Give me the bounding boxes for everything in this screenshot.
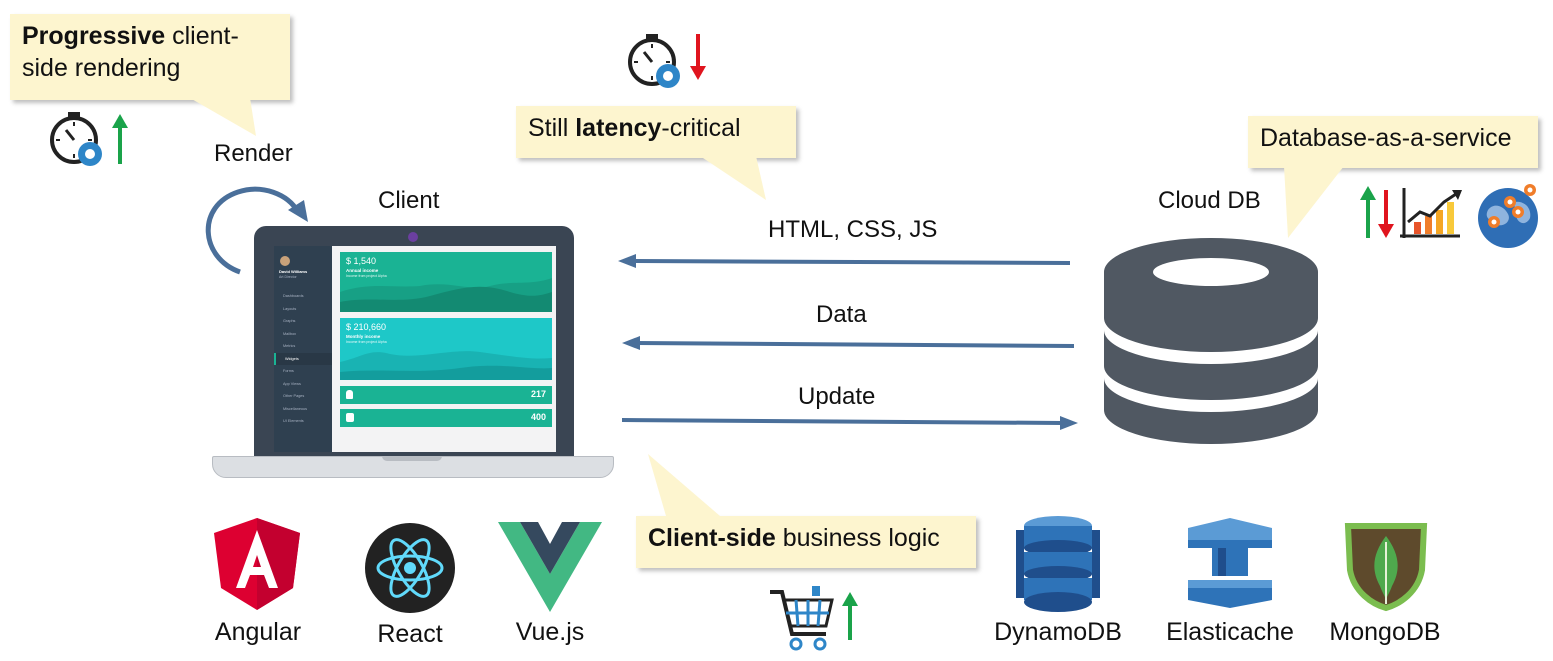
sidebar-item[interactable]: Layouts bbox=[274, 303, 332, 316]
income-card-annual: $ 1,540 Annual income Income from projec… bbox=[340, 252, 552, 312]
arrow-html-label: HTML, CSS, JS bbox=[768, 216, 938, 243]
business-logic-up-arrow-icon bbox=[842, 592, 858, 640]
callout-latency-bold: latency bbox=[575, 114, 662, 142]
income-card-monthly-sub: Income from project Alpha bbox=[346, 340, 387, 344]
scaling-up-down-arrows-icon bbox=[1360, 186, 1394, 238]
arrow-html-css-js bbox=[618, 254, 1071, 268]
income-card-annual-title: Annual income bbox=[346, 268, 379, 273]
stat-bar-likes: 400 bbox=[340, 409, 552, 427]
callout-progressive-rest: client-side rendering bbox=[22, 22, 239, 82]
callout-business-rest: business logic bbox=[775, 524, 940, 552]
react-logo-icon bbox=[365, 523, 455, 613]
income-card-monthly: $ 210,660 Monthly income Income from pro… bbox=[340, 318, 552, 380]
callout-progressive-tail bbox=[190, 98, 256, 136]
framework-label-react: React bbox=[377, 620, 443, 648]
sidebar-item-label: Widgets bbox=[285, 356, 299, 361]
elasticache-logo-icon bbox=[1188, 518, 1272, 608]
latency-up-arrow-icon bbox=[112, 114, 128, 164]
global-locations-icon bbox=[1478, 184, 1538, 248]
arrow-data-label: Data bbox=[816, 301, 867, 328]
sidebar-item-label: Dashboards bbox=[283, 294, 304, 298]
database-label-mongodb: MongoDB bbox=[1329, 618, 1441, 646]
sidebar-item[interactable]: Graphs bbox=[274, 315, 332, 328]
callout-progressive-bold: Progressive bbox=[22, 22, 166, 50]
sidebar-item[interactable]: App Views bbox=[274, 378, 332, 391]
shopping-cart-icon bbox=[770, 586, 834, 651]
sidebar-item[interactable]: Widgets bbox=[274, 352, 332, 365]
income-card-annual-sub: Income from project Alpha bbox=[346, 274, 387, 278]
callout-dbaas-tail bbox=[1284, 166, 1344, 238]
stat-users-value: 217 bbox=[530, 389, 546, 399]
render-cycle-icon bbox=[205, 186, 308, 275]
callout-latency-tail bbox=[700, 156, 766, 200]
sidebar-item-label: Layouts bbox=[283, 306, 297, 311]
thumbs-up-icon bbox=[346, 413, 354, 422]
vue-logo-icon bbox=[498, 522, 602, 612]
arrow-data bbox=[622, 336, 1075, 350]
sidebar-item-label: Other Pages bbox=[283, 394, 305, 398]
callout-latency-prefix: Still bbox=[528, 114, 576, 142]
mongodb-logo-icon bbox=[1344, 523, 1428, 612]
laptop-hinge bbox=[382, 456, 442, 461]
database-icon bbox=[1104, 238, 1318, 444]
arrow-update bbox=[621, 416, 1078, 430]
sidebar-item-label: Miscellaneous bbox=[283, 406, 308, 411]
sidebar-item[interactable]: Metrics bbox=[274, 340, 332, 353]
render-label: Render bbox=[214, 140, 293, 167]
income-card-monthly-title: Monthly income bbox=[346, 334, 381, 339]
framework-label-angular: Angular bbox=[214, 618, 302, 646]
sidebar-item[interactable]: Dashboards bbox=[274, 290, 332, 303]
callout-progressive-rendering: Progressive client-side rendering bbox=[10, 14, 290, 100]
callout-business-tail bbox=[648, 454, 720, 516]
callout-dbaas-text: Database-as-a-service bbox=[1260, 124, 1512, 152]
callout-latency-critical: Still latency-critical bbox=[516, 106, 796, 158]
sidebar-user-role: Art Director bbox=[279, 275, 297, 279]
income-card-monthly-value: $ 210,660 bbox=[346, 322, 387, 332]
laptop-camera bbox=[408, 232, 418, 242]
sidebar-item[interactable]: Miscellaneous bbox=[274, 403, 332, 416]
avatar bbox=[280, 256, 290, 266]
growth-chart-icon bbox=[1400, 188, 1462, 238]
client-label: Client bbox=[378, 187, 440, 214]
database-label-dynamodb: DynamoDB bbox=[994, 618, 1122, 646]
income-card-monthly-area bbox=[340, 351, 552, 380]
stopwatch-gear-icon bbox=[628, 34, 680, 88]
latency-down-arrow-icon bbox=[690, 34, 706, 80]
callout-database-as-a-service: Database-as-a-service bbox=[1248, 116, 1538, 168]
sidebar-item-label: Graphs bbox=[283, 319, 296, 323]
callout-client-side-business-logic: Client-side business logic bbox=[636, 516, 976, 568]
user-icon bbox=[346, 390, 353, 399]
callout-business-bold: Client-side bbox=[648, 524, 776, 552]
income-card-annual-value: $ 1,540 bbox=[346, 256, 377, 266]
sidebar-user-name: David Williams bbox=[279, 269, 308, 274]
income-card-annual-area bbox=[340, 278, 552, 312]
framework-label-vue: Vue.js bbox=[515, 618, 585, 646]
sidebar-item-label: App Views bbox=[283, 381, 301, 386]
dynamodb-logo-icon bbox=[1016, 516, 1100, 612]
sidebar-item[interactable]: Mailbox bbox=[274, 328, 332, 341]
sidebar-item[interactable]: Other Pages bbox=[274, 390, 332, 403]
sidebar-item-label: Forms bbox=[283, 369, 294, 373]
database-label-elasticache: Elasticache bbox=[1166, 618, 1294, 646]
cloud-db-label: Cloud DB bbox=[1158, 187, 1261, 214]
arrow-update-label: Update bbox=[798, 383, 876, 410]
stat-likes-value: 400 bbox=[530, 412, 546, 422]
sidebar-item[interactable]: UI Elements bbox=[274, 415, 332, 428]
stopwatch-gear-icon bbox=[50, 112, 102, 166]
callout-latency-rest: -critical bbox=[661, 114, 741, 142]
sidebar-item-label: Mailbox bbox=[283, 331, 297, 336]
stat-bar-users: 217 bbox=[340, 386, 552, 404]
sidebar-item[interactable]: Forms bbox=[274, 365, 332, 378]
angular-logo-icon bbox=[214, 518, 300, 610]
sidebar-item-label: UI Elements bbox=[283, 419, 304, 423]
sidebar-item-label: Metrics bbox=[283, 344, 296, 348]
